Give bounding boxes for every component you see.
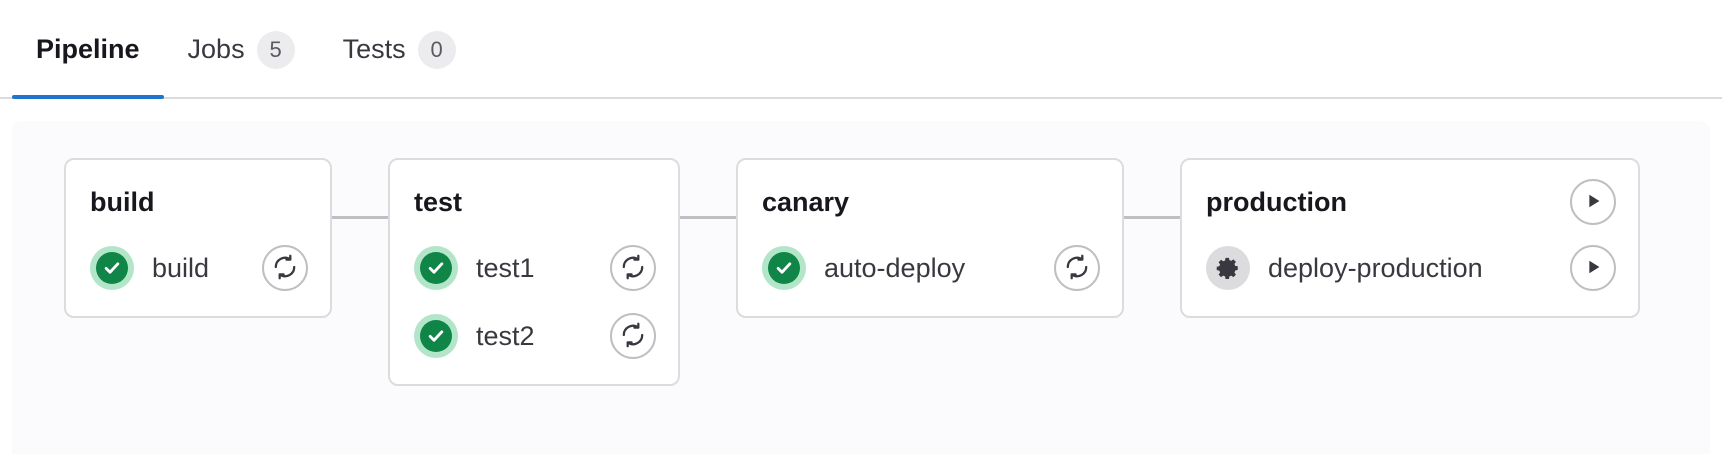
job-info: test2 (414, 314, 535, 358)
stage-card-production: production deploy-production (1180, 158, 1640, 318)
play-icon (1582, 190, 1604, 215)
job-info: auto-deploy (762, 246, 965, 290)
tab-list: Pipeline Jobs 5 Tests 0 (12, 0, 480, 99)
retry-job-button[interactable] (262, 245, 308, 291)
stage-group-test: test test1 test2 (332, 158, 680, 386)
tab-label: Tests (342, 34, 406, 64)
stage-connector-line (1124, 216, 1180, 219)
job-name: test2 (476, 320, 535, 351)
retry-job-button[interactable] (610, 313, 656, 359)
stage-header: production (1206, 179, 1616, 225)
retry-icon (620, 254, 646, 283)
job-row[interactable]: build (90, 242, 308, 294)
stage-card-test: test test1 test2 (388, 158, 680, 386)
pipeline-stages: build build test test1 test2 canary auto-deplo… (64, 158, 1640, 386)
tab-label: Pipeline (36, 34, 140, 64)
retry-icon (272, 254, 298, 283)
job-name: test1 (476, 252, 535, 283)
retry-job-button[interactable] (610, 245, 656, 291)
retry-icon (620, 322, 646, 351)
job-name: build (152, 252, 210, 283)
retry-job-button[interactable] (1054, 245, 1100, 291)
job-info: build (90, 246, 209, 290)
status-success-icon (762, 246, 806, 290)
play-icon (1582, 256, 1604, 281)
tab-bar: Pipeline Jobs 5 Tests 0 (0, 0, 1722, 99)
status-success-icon (414, 246, 458, 290)
tab-jobs[interactable]: Jobs 5 (164, 0, 319, 99)
status-success-icon (414, 314, 458, 358)
stage-name: test (414, 186, 463, 217)
stage-header: build (90, 182, 308, 222)
job-name: deploy-production (1268, 252, 1483, 283)
job-row[interactable]: auto-deploy (762, 242, 1100, 294)
stage-name: production (1206, 186, 1347, 217)
job-name: auto-deploy (824, 252, 966, 283)
job-info: test1 (414, 246, 535, 290)
tab-label: Jobs (187, 34, 245, 64)
pipeline-graph-panel: build build test test1 test2 canary auto-deplo… (12, 121, 1710, 454)
tab-tests[interactable]: Tests 0 (319, 0, 480, 99)
stage-group-canary: canary auto-deploy (680, 158, 1124, 318)
stage-name: canary (762, 186, 850, 217)
stage-group-production: production deploy-production (1124, 158, 1640, 318)
job-row[interactable]: test1 (414, 242, 656, 294)
tab-bar-divider (0, 97, 1722, 99)
tab-count-badge: 5 (256, 30, 295, 69)
run-manual-job-button[interactable] (1570, 179, 1616, 225)
tab-pipeline[interactable]: Pipeline (12, 0, 164, 99)
retry-icon (1064, 254, 1090, 283)
job-row[interactable]: test2 (414, 310, 656, 362)
job-info: deploy-production (1206, 246, 1483, 290)
stage-connector-line (680, 216, 736, 219)
job-row[interactable]: deploy-production (1206, 242, 1616, 294)
stage-group-build: build build (64, 158, 332, 318)
stage-card-build: build build (64, 158, 332, 318)
tab-count-badge: 0 (417, 30, 456, 69)
stage-connector-line (332, 216, 388, 219)
status-manual-gear-icon (1206, 246, 1250, 290)
run-manual-job-button[interactable] (1570, 245, 1616, 291)
stage-name: build (90, 186, 155, 217)
active-tab-indicator (12, 95, 164, 99)
stage-header: test (414, 182, 656, 222)
status-success-icon (90, 246, 134, 290)
stage-header: canary (762, 182, 1100, 222)
stage-card-canary: canary auto-deploy (736, 158, 1124, 318)
